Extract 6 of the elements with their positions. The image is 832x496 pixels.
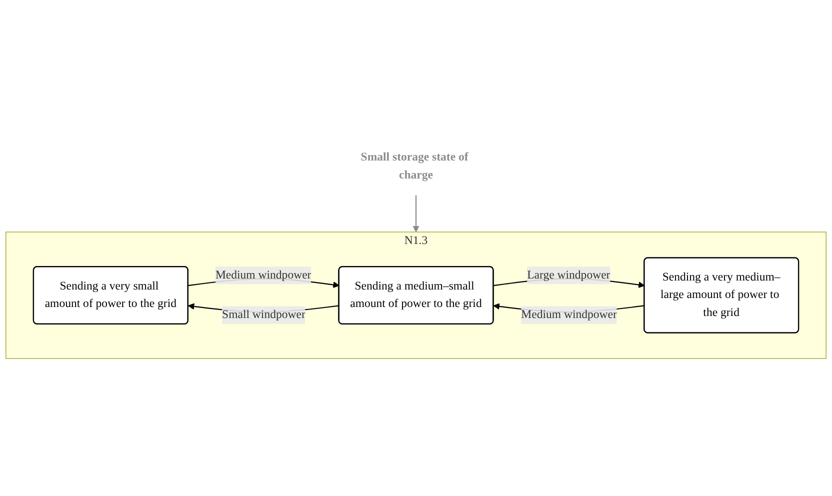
node-text: Small storage state of charge <box>360 150 468 182</box>
edge-label: Small windpower <box>222 308 306 321</box>
edge-label: Medium windpower <box>215 268 312 282</box>
edge-label: Medium windpower <box>521 308 617 321</box>
edge-label: Large windpower <box>527 268 610 282</box>
arrow <box>412 195 420 232</box>
